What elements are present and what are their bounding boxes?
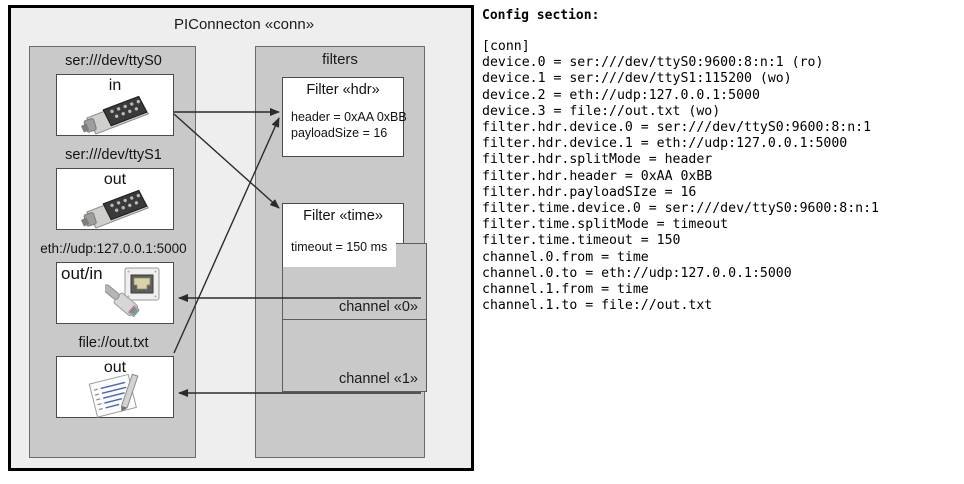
device-label-eth: eth://udp:127.0.0.1:5000 bbox=[40, 241, 187, 256]
page-title: PIConnecton «conn» bbox=[173, 16, 315, 33]
channel-0-body[interactable]: channel «0» bbox=[282, 267, 427, 320]
device-caption-out-serial: out bbox=[103, 171, 127, 188]
device-label-file: file://out.txt bbox=[78, 335, 149, 351]
filter-prop-header: header = 0xAA 0xBB bbox=[291, 110, 407, 124]
device-card-file[interactable]: out bbox=[56, 356, 174, 418]
config-text[interactable]: [conn] device.0 = ser:///dev/ttyS0:9600:… bbox=[482, 39, 879, 314]
connector-component-frame: PIConnecton «conn» ser:///dev/ttyS0 in bbox=[8, 5, 474, 471]
device-caption-outin: out/in bbox=[61, 264, 103, 283]
device-card-eth[interactable]: out/in bbox=[56, 262, 174, 324]
filter-prop-timeout: timeout = 150 ms bbox=[291, 240, 388, 254]
device-label-ttys1: ser:///dev/ttyS1 bbox=[65, 147, 162, 163]
channel-1-label: channel «1» bbox=[338, 371, 418, 387]
device-caption-out-file: out bbox=[103, 359, 127, 376]
devices-group: ser:///dev/ttyS0 in bbox=[29, 46, 196, 458]
device-caption-in: in bbox=[108, 77, 122, 94]
text-file-icon bbox=[88, 373, 139, 418]
ethernet-jack-icon bbox=[105, 267, 160, 317]
channel-0-top-edge bbox=[396, 243, 427, 244]
filter-title-hdr: Filter «hdr» bbox=[306, 82, 380, 98]
filters-group-title: filters bbox=[322, 51, 358, 68]
serial-port-icon bbox=[80, 189, 150, 229]
config-heading: Config section: bbox=[482, 8, 600, 23]
channel-1-body[interactable]: channel «1» bbox=[282, 319, 427, 392]
filter-prop-payloadsize: payloadSize = 16 bbox=[291, 126, 388, 140]
channel-0-label: channel «0» bbox=[338, 299, 418, 315]
config-panel: Config section: [conn] device.0 = ser://… bbox=[482, 8, 960, 314]
filter-box-hdr[interactable]: Filter «hdr» header = 0xAA 0xBB payloadS… bbox=[282, 77, 407, 157]
device-card-ttys1[interactable]: out bbox=[56, 168, 174, 230]
device-label-ttys0: ser:///dev/ttyS0 bbox=[65, 53, 162, 69]
device-card-ttys0[interactable]: in bbox=[56, 74, 174, 136]
channel-0-notch bbox=[396, 243, 427, 268]
filters-group: filters Filter «hdr» header = 0xAA 0xBB … bbox=[255, 46, 427, 458]
serial-port-icon bbox=[80, 95, 150, 135]
filter-title-time: Filter «time» bbox=[303, 208, 383, 224]
